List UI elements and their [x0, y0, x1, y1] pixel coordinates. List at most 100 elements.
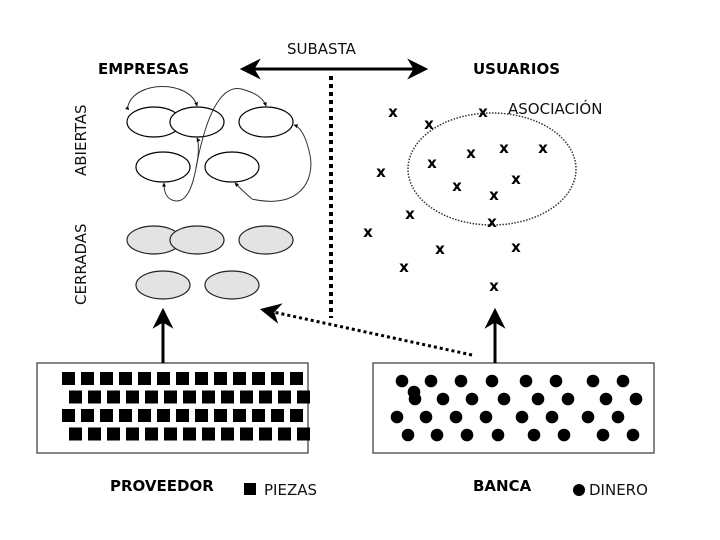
user-marker: x	[466, 144, 476, 162]
open-company	[204, 151, 260, 183]
pieza-square	[176, 372, 189, 385]
pieza-square	[183, 390, 196, 404]
pieza-square	[81, 409, 94, 422]
pieza-square	[278, 427, 291, 441]
closed-company	[204, 270, 260, 300]
dinero-coin	[596, 428, 610, 442]
pieza-square	[195, 409, 208, 422]
banca-label: BANCA	[473, 477, 532, 495]
pieza-square	[145, 427, 158, 441]
pieza-square	[259, 390, 272, 404]
proveedor-label: PROVEEDOR	[110, 477, 214, 495]
open-companies	[126, 106, 294, 183]
dinero-coin	[611, 410, 625, 424]
user-marker: x	[511, 238, 521, 256]
pieza-square	[271, 372, 284, 385]
dinero-coin	[390, 410, 404, 424]
pieza-legend-icon	[244, 483, 256, 495]
pieza-square	[233, 409, 246, 422]
dinero-coin	[479, 410, 493, 424]
pieza-square	[221, 390, 234, 404]
pieza-square	[100, 372, 113, 385]
link-arrow	[251, 124, 312, 202]
pieza-square	[138, 409, 151, 422]
abiertas-label: ABIERTAS	[72, 104, 90, 176]
user-marker: x	[489, 277, 499, 295]
pieza-square	[62, 372, 75, 385]
dinero-coin	[491, 428, 505, 442]
dinero-coin	[407, 385, 421, 399]
open-company	[135, 151, 191, 183]
pieza-square	[195, 372, 208, 385]
dinero-coin	[497, 392, 511, 406]
pieza-square	[297, 390, 310, 404]
pieza-square	[164, 427, 177, 441]
dinero-coin	[629, 392, 643, 406]
open-company-links	[125, 86, 312, 202]
banca-box	[372, 362, 655, 454]
dinero-coin	[586, 374, 600, 388]
empresas-heading: EMPRESAS	[98, 60, 189, 78]
pieza-square	[252, 409, 265, 422]
pieza-square	[290, 372, 303, 385]
pieza-square	[290, 409, 303, 422]
pieza-square	[233, 372, 246, 385]
dinero-coin	[581, 410, 595, 424]
link-arrow	[195, 87, 267, 169]
user-marker: x	[478, 103, 488, 121]
pieza-square	[214, 409, 227, 422]
pieza-square	[252, 372, 265, 385]
pieza-square	[278, 390, 291, 404]
pieza-square	[297, 427, 310, 441]
open-company	[238, 106, 294, 138]
pieza-square	[100, 409, 113, 422]
user-marker: x	[511, 170, 521, 188]
asociacion-label: ASOCIACIÓN	[508, 99, 602, 118]
pieza-square	[214, 372, 227, 385]
cerradas-label: CERRADAS	[72, 223, 90, 305]
pieza-square	[126, 390, 139, 404]
dinero-coin	[419, 410, 433, 424]
pieza-square	[183, 427, 196, 441]
dinero-coin	[424, 374, 438, 388]
dinero-coin	[430, 428, 444, 442]
pieza-square	[202, 427, 215, 441]
pieza-square	[240, 427, 253, 441]
dinero-coin	[515, 410, 529, 424]
pieza-square	[138, 372, 151, 385]
dinero-coin	[449, 410, 463, 424]
link-arrow	[195, 137, 201, 169]
dinero-coin	[531, 392, 545, 406]
pieza-square	[119, 372, 132, 385]
pieza-square	[271, 409, 284, 422]
dinero-coin	[557, 428, 571, 442]
pieza-square	[145, 390, 158, 404]
closed-company	[135, 270, 191, 300]
user-marker: x	[499, 139, 509, 157]
dinero-coin	[549, 374, 563, 388]
dinero-coin	[599, 392, 613, 406]
pieza-square	[157, 372, 170, 385]
pieza-square	[157, 409, 170, 422]
closed-companies	[126, 225, 294, 300]
pieza-square	[88, 390, 101, 404]
user-marker: x	[424, 115, 434, 133]
dinero-coin	[626, 428, 640, 442]
link-arrow	[125, 86, 198, 110]
dinero-group	[390, 374, 643, 442]
pieza-square	[126, 427, 139, 441]
pieza-square	[240, 390, 253, 404]
dinero-coin	[616, 374, 630, 388]
pieza-square	[69, 427, 82, 441]
user-marker: x	[399, 258, 409, 276]
pieza-square	[164, 390, 177, 404]
user-marker: x	[405, 205, 415, 223]
dinero-coin	[460, 428, 474, 442]
dinero-coin	[454, 374, 468, 388]
link-arrow	[162, 167, 197, 202]
dinero-coin	[545, 410, 559, 424]
pieza-square	[62, 409, 75, 422]
usuarios-heading: USUARIOS	[473, 60, 560, 78]
pieza-square	[119, 409, 132, 422]
